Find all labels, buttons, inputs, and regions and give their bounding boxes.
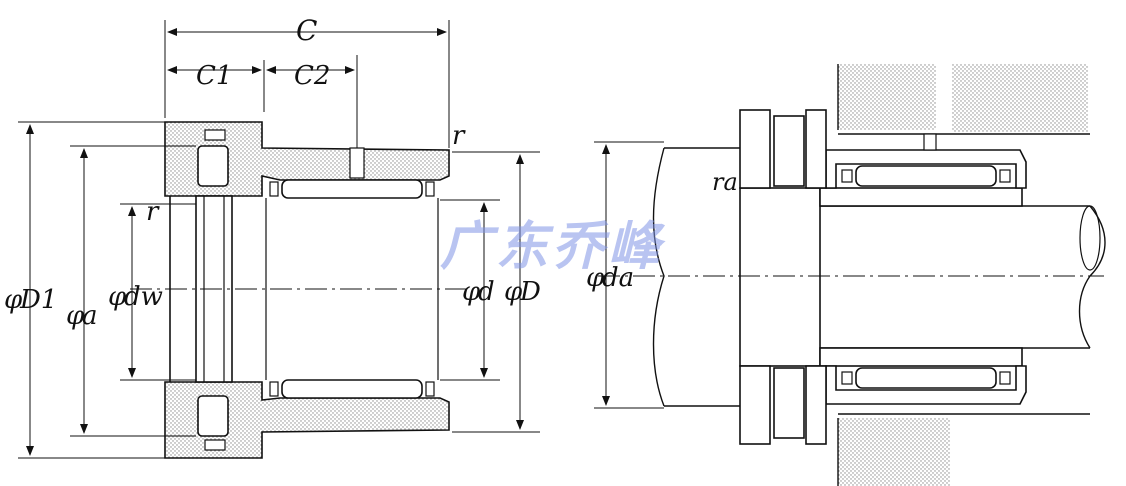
thrust-cage-lower [204, 439, 226, 451]
right-thrust-block-lower [739, 365, 771, 445]
label-c2: C2 [294, 61, 330, 91]
thrust-roller-upper [197, 145, 229, 187]
left-bearing-section: C C1 C2 r r φ D1 φ a φ dw φ d φ D [4, 14, 541, 459]
label-phi-a: φ [66, 301, 85, 331]
label-outer-d: D [519, 277, 541, 307]
inner-ring-lower [819, 347, 1023, 367]
label-phi-outer-d: φ [504, 277, 523, 307]
needle-roller-lower [281, 379, 423, 399]
right-thrust-block-upper [739, 109, 771, 189]
outer-ring-lower [164, 381, 450, 459]
label-c: C [296, 14, 317, 47]
thrust-roller-lower [197, 395, 229, 437]
inner-ring-upper [819, 187, 1023, 207]
lubrication-groove [349, 147, 365, 179]
housing-bottom-left [838, 418, 950, 486]
label-d: d [478, 277, 495, 307]
label-c1: C1 [196, 61, 232, 91]
thrust-cage-upper [204, 129, 226, 141]
label-ra: ra [712, 168, 738, 196]
needle-cage-left-lower [269, 381, 279, 397]
right-needle-lower [855, 367, 997, 389]
label-phi-d1: φ [4, 285, 23, 315]
outer-cup-lower [825, 365, 1027, 405]
needle-cage-right-lower [425, 381, 435, 397]
shaft-shoulder [739, 187, 821, 367]
label-da: da [602, 263, 634, 293]
label-r-top: r [452, 121, 466, 151]
outer-cup-upper [825, 149, 1027, 189]
right-mounting-section: φ da ra [586, 64, 1106, 486]
label-d1: D1 [19, 285, 57, 315]
shaft-break-right [1078, 205, 1106, 349]
label-dw: dw [124, 282, 163, 312]
watermark-text: 广东乔峰 [440, 217, 666, 277]
housing-top-right [952, 64, 1088, 132]
shaft-break-left [652, 147, 665, 407]
label-phi-da: φ [586, 263, 605, 293]
label-phi-dw: φ [108, 282, 127, 312]
label-a: a [82, 301, 98, 331]
right-needle-upper [855, 165, 997, 187]
label-phi-d: φ [462, 277, 481, 307]
needle-cage-right-upper [425, 181, 435, 197]
needle-cage-left-upper [269, 181, 279, 197]
housing-top-left [838, 64, 936, 130]
needle-roller-upper [281, 179, 423, 199]
label-r-inner: r [146, 197, 160, 227]
